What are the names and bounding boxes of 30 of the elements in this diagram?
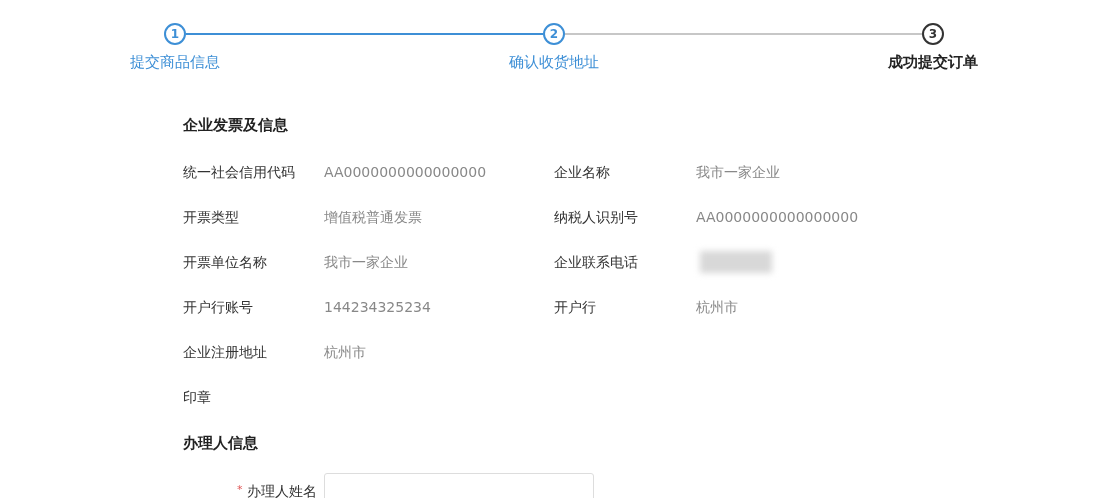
field-label: 企业注册地址 — [183, 343, 267, 361]
field-value: 我市一家企业 — [696, 163, 780, 181]
field-label: 办理人姓名 — [247, 482, 317, 498]
step-label: 提交商品信息 — [130, 53, 220, 71]
field-label: 企业联系电话 — [554, 253, 638, 271]
field-value: 我市一家企业 — [324, 253, 408, 271]
field-value: 增值税普通发票 — [324, 208, 422, 226]
field-label: 开票单位名称 — [183, 253, 267, 271]
field-value: 杭州市 — [324, 343, 366, 361]
field-label: 开户行 — [554, 298, 596, 316]
section-heading: 办理人信息 — [183, 434, 258, 452]
field-value: 144234325234 — [324, 298, 431, 316]
step-label: 成功提交订单 — [888, 53, 978, 71]
field-label: 企业名称 — [554, 163, 610, 181]
step-connector — [185, 33, 544, 35]
step-circle: 2 — [543, 23, 565, 45]
field-label: 统一社会信用代码 — [183, 163, 295, 181]
field-label: 印章 — [183, 388, 211, 406]
field-label: 纳税人识别号 — [554, 208, 638, 226]
step-connector — [564, 33, 923, 35]
step-circle: 3 — [922, 23, 944, 45]
field-value: AA0000000000000000 — [324, 163, 487, 181]
section-heading: 企业发票及信息 — [183, 116, 288, 134]
step-circle: 1 — [164, 23, 186, 45]
field-value: AA0000000000000000 — [696, 208, 859, 226]
required-mark: * — [237, 482, 243, 498]
field-value: 杭州市 — [696, 298, 738, 316]
step-label: 确认收货地址 — [509, 53, 599, 71]
field-label: 开户行账号 — [183, 298, 253, 316]
field-label: 开票类型 — [183, 208, 239, 226]
